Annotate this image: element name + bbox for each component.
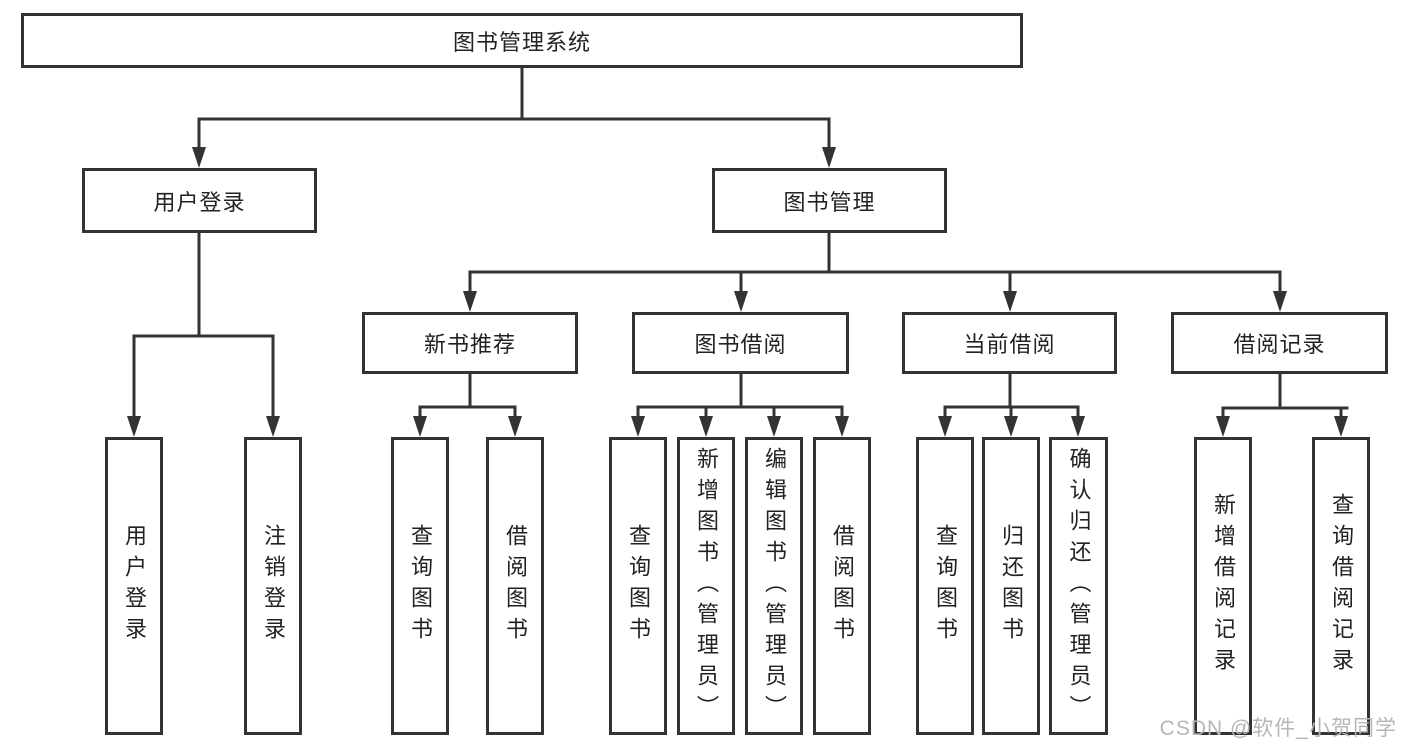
- node-borrowing-records: 借阅记录: [1171, 312, 1388, 374]
- node-new-book-recommend: 新书推荐: [362, 312, 578, 374]
- leaf-current-query-books-label: 查询图书: [933, 524, 958, 648]
- csdn-watermark: CSDN @软件_小贺同学: [1159, 717, 1397, 740]
- leaf-add-books-admin: 新增图书（管理员）: [677, 437, 735, 735]
- node-user-login: 用户登录: [82, 168, 317, 233]
- connector-userlogin-to-leaves: [132, 231, 275, 421]
- leaf-query-borrow-record-label: 查询借阅记录: [1329, 493, 1354, 679]
- connector-root-to-level1: [197, 66, 831, 152]
- connector-newbook-to-leaves: [418, 372, 517, 421]
- leaf-borrow-query-books: 查询图书: [609, 437, 667, 735]
- leaf-user-login: 用户登录: [105, 437, 163, 735]
- node-current-borrowing-label: 当前借阅: [963, 332, 1056, 357]
- leaf-add-borrow-record: 新增借阅记录: [1194, 437, 1252, 735]
- node-current-borrowing: 当前借阅: [902, 312, 1117, 374]
- connector-currentborrow-to-leaves: [943, 372, 1080, 421]
- leaf-recommend-query-books-label: 查询图书: [408, 524, 433, 648]
- leaf-borrow-books: 借阅图书: [813, 437, 871, 735]
- leaf-borrow-query-books-label: 查询图书: [626, 524, 651, 648]
- leaf-logout: 注销登录: [244, 437, 302, 735]
- leaf-confirm-return-admin-label: 确认归还（管理员）: [1066, 446, 1092, 726]
- leaf-user-login-label: 用户登录: [122, 524, 147, 648]
- leaf-edit-books-admin: 编辑图书（管理员）: [745, 437, 803, 735]
- connector-bookborrow-to-leaves: [636, 372, 844, 421]
- leaf-recommend-borrow-books: 借阅图书: [486, 437, 544, 735]
- leaf-confirm-return-admin: 确认归还（管理员）: [1049, 437, 1108, 735]
- node-book-management-label: 图书管理: [783, 189, 876, 215]
- leaf-borrow-books-label: 借阅图书: [830, 524, 855, 648]
- node-root-system: 图书管理系统: [21, 13, 1023, 68]
- node-book-management: 图书管理: [712, 168, 947, 233]
- node-user-login-label: 用户登录: [153, 189, 246, 215]
- leaf-return-books: 归还图书: [982, 437, 1040, 735]
- connector-records-to-leaves: [1221, 372, 1349, 421]
- leaf-add-books-admin-label: 新增图书（管理员）: [694, 446, 719, 726]
- arrowheads: [127, 147, 1348, 437]
- leaf-current-query-books: 查询图书: [916, 437, 974, 735]
- node-borrowing-records-label: 借阅记录: [1233, 332, 1326, 357]
- node-root-system-label: 图书管理系统: [452, 29, 591, 55]
- node-new-book-recommend-label: 新书推荐: [423, 332, 516, 357]
- leaf-logout-label: 注销登录: [261, 524, 286, 648]
- node-book-borrowing-label: 图书借阅: [694, 332, 787, 357]
- leaf-recommend-query-books: 查询图书: [391, 437, 449, 735]
- leaf-recommend-borrow-books-label: 借阅图书: [503, 524, 528, 648]
- leaf-edit-books-admin-label: 编辑图书（管理员）: [762, 446, 787, 726]
- leaf-return-books-label: 归还图书: [999, 524, 1024, 648]
- leaf-query-borrow-record: 查询借阅记录: [1312, 437, 1370, 735]
- leaf-add-borrow-record-label: 新增借阅记录: [1211, 493, 1236, 679]
- connector-bookmgmt-to-level2: [468, 230, 1282, 296]
- node-book-borrowing: 图书借阅: [632, 312, 849, 374]
